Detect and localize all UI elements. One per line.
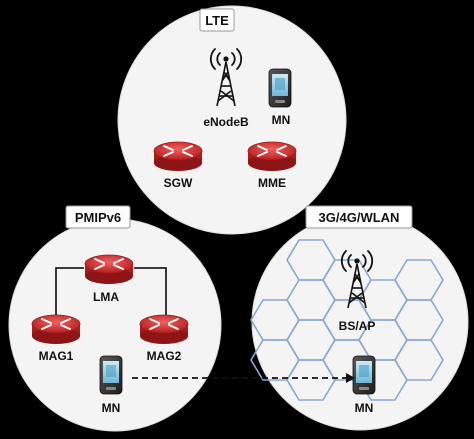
lte-domain-circle	[117, 5, 347, 235]
mme-router-icon	[247, 141, 297, 172]
mag1-router-icon	[31, 314, 81, 345]
enodeb-label: eNodeB	[203, 115, 249, 129]
wlan-label: 3G/4G/WLAN	[319, 210, 400, 225]
lma-mag-links	[55, 267, 167, 320]
lte-mn-label: MN	[272, 113, 291, 127]
pmip-mn-label: MN	[102, 401, 121, 415]
pmip-mn-phone-icon	[99, 355, 123, 395]
lma-label: LMA	[93, 290, 119, 304]
wlan-mn-label: MN	[355, 401, 374, 415]
pmip-label: PMIPv6	[75, 210, 121, 225]
wlan-mn-phone-icon	[352, 355, 376, 395]
lte-label: LTE	[205, 13, 229, 28]
mag2-router-icon	[139, 314, 189, 345]
mag1-label: MAG1	[39, 349, 74, 363]
mag2-label: MAG2	[147, 349, 182, 363]
sgw-router-icon	[153, 141, 203, 172]
sgw-label: SGW	[164, 176, 193, 190]
lte-label-box	[199, 8, 235, 32]
lte-mn-phone-icon	[268, 68, 292, 108]
mme-label: MME	[258, 176, 286, 190]
wlan-label-box	[305, 205, 413, 229]
pmip-label-box	[65, 205, 131, 229]
handover-arrow	[132, 373, 355, 383]
bsap-label: BS/AP	[339, 319, 376, 333]
lma-router-icon	[84, 254, 134, 285]
